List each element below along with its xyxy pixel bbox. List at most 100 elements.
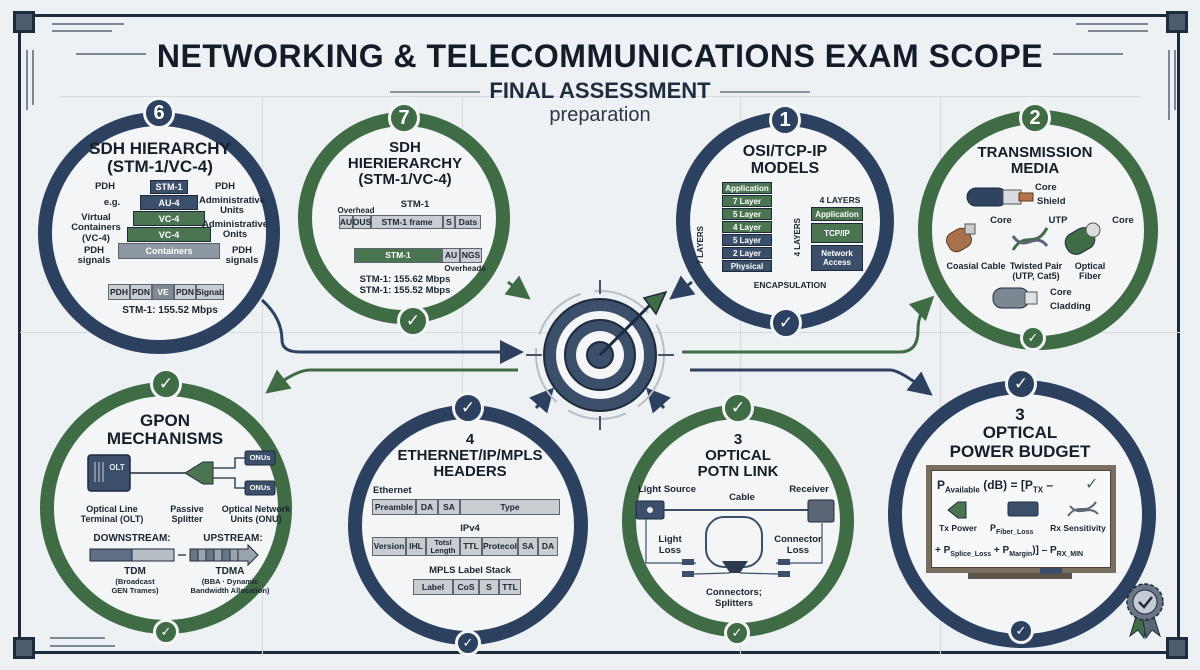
- label-eg: e.g.: [103, 197, 121, 208]
- osi-layer: 7 Layer: [722, 195, 772, 207]
- osi-layer: 2 Layer: [722, 247, 772, 259]
- check-icon: ✓: [1085, 476, 1099, 493]
- cell: NGS: [460, 248, 482, 263]
- formula-sub: Splice_Loss: [950, 551, 992, 558]
- osi-layer: Application: [722, 182, 772, 194]
- stm1-label: STM-1: [400, 199, 430, 210]
- arrow-center-to-gpon: [265, 368, 518, 394]
- label-pdh: PDH: [94, 181, 116, 192]
- tcp-side-label: 4 LAYERS: [793, 218, 802, 257]
- deco-line: [76, 53, 146, 55]
- mpls-label: MPLS Label Stack: [429, 565, 511, 576]
- receiver-icon: [807, 499, 835, 523]
- pyramid-au4: AU-4: [140, 195, 198, 210]
- label-units-onu: Units (ONU): [230, 514, 282, 524]
- formula-part: + P: [991, 545, 1010, 556]
- cell: AU: [442, 248, 460, 263]
- cell: DA: [416, 499, 438, 515]
- ethernet-label: Ethernet: [373, 485, 412, 496]
- label-pdh-signals: PDH signals: [225, 245, 259, 267]
- deco-line: [50, 637, 105, 639]
- connector-loss-label: Connector: [774, 534, 822, 545]
- twisted-pair-icon: [1011, 227, 1049, 251]
- deco-vline: [1174, 50, 1176, 110]
- title-line: HIERIERARCHY: [347, 155, 463, 173]
- target-bullseye-icon: [526, 280, 674, 430]
- cell: Label: [413, 579, 453, 595]
- title-line: ETHERNET/IP/MPLS: [397, 447, 543, 465]
- topic-title: SDH HIERIERARCHY (STM-1/VC-4): [320, 139, 490, 189]
- label-shield: Shield: [1037, 196, 1066, 207]
- title-line: TRANSMISSION: [977, 144, 1093, 161]
- topic-title: OSI/TCP-IP MODELS: [695, 143, 875, 178]
- check-icon: ✓: [1020, 325, 1046, 351]
- title-line: SDH: [389, 139, 421, 156]
- pyramid-vc4: VC-4: [133, 211, 205, 226]
- title-line: POWER BUDGET: [949, 441, 1091, 461]
- label-administrative-onits: Administrative Onits: [202, 219, 268, 241]
- cell: PDH: [108, 284, 130, 300]
- label-core: Core: [1035, 182, 1057, 193]
- budget-icons: [947, 501, 1099, 519]
- light-loss-label: Light: [658, 534, 682, 545]
- tdm-label: TDM: [124, 566, 146, 577]
- label-cladding: Cladding: [1050, 301, 1091, 312]
- formula-part: + P: [935, 545, 951, 556]
- encapsulation-label: ENCAPSULATION: [753, 280, 827, 290]
- cell: STM-1 frame: [371, 215, 443, 229]
- arrow-sdh7-to-center: [504, 275, 531, 300]
- tx-power-label: Tx Power: [939, 523, 977, 533]
- label-terminal-olt: Terminal (OLT): [80, 514, 144, 524]
- deco-line: [1088, 30, 1148, 32]
- tdm-sub: (Broadcast: [115, 577, 155, 586]
- optical-fiber-icon: [1064, 222, 1101, 255]
- page-subtitle: FINAL ASSESSMENT: [489, 78, 711, 103]
- title-line: OPTICAL: [982, 423, 1058, 443]
- receiver-label: Receiver: [789, 484, 829, 495]
- overheads-label: Overheads: [444, 264, 486, 273]
- mpls-label-stack-cells: Label CoS S TTL: [413, 579, 521, 595]
- ipv4-header-cells: Version IHL Totsl Length TTL Protecol SA…: [372, 537, 558, 556]
- formula-sub: Available: [945, 485, 980, 495]
- label-core: Core: [990, 215, 1012, 226]
- topic-number: 3: [733, 431, 743, 448]
- arrow-headers-to-center: [529, 387, 554, 414]
- grid-line: [740, 96, 741, 656]
- osi-side-label: 7 LAYERS: [696, 226, 705, 265]
- title-line: MECHANISMS: [106, 429, 224, 449]
- label-coaxial-cable: Coasial Cable: [946, 261, 1006, 271]
- label-twisted-pair: Twisted Pair: [1009, 261, 1063, 271]
- optical-link-diagram: [635, 499, 835, 577]
- cell: SA: [438, 499, 460, 515]
- corner-square-bottom-left: [13, 637, 35, 659]
- pyramid-stm1: STM-1: [150, 180, 188, 194]
- pyramid-containers: Containers: [118, 243, 220, 259]
- deco-line: [52, 30, 112, 32]
- cell: IHL: [406, 537, 426, 556]
- cell: Totsl Length: [426, 537, 460, 556]
- light-loss-label: Loss: [658, 545, 682, 556]
- connector-icon: [778, 559, 790, 565]
- cell: S: [443, 215, 455, 229]
- cladding-cable-icon: [992, 287, 1038, 309]
- ethernet-header-cells: Preamble DA SA Type: [372, 499, 560, 515]
- check-icon: ✓: [1008, 618, 1034, 644]
- cell: TTL: [460, 537, 482, 556]
- deco-line: [1053, 53, 1123, 55]
- cell: Preamble: [372, 499, 416, 515]
- formula-part: (dB) = [P: [979, 478, 1033, 492]
- cell: Signab: [196, 284, 224, 300]
- whiteboard-tray: [968, 573, 1072, 579]
- label-utp: UTP: [1048, 215, 1068, 226]
- shielded-cable-icon: [966, 187, 1034, 207]
- onu-label: ONUs: [249, 453, 271, 462]
- label-core: Core: [1112, 215, 1134, 226]
- tdma-sub: Bandwidth Allocation): [190, 586, 270, 595]
- coaxial-cable-icon: [946, 223, 976, 253]
- formula-sub: Fiber_Loss: [996, 528, 1034, 536]
- page-frame: [18, 14, 1180, 654]
- sdh7-rate: STM-1: 155.62 Mbps: [359, 274, 451, 285]
- arrow-osi-to-center: [669, 275, 696, 300]
- cell: CoS: [453, 579, 479, 595]
